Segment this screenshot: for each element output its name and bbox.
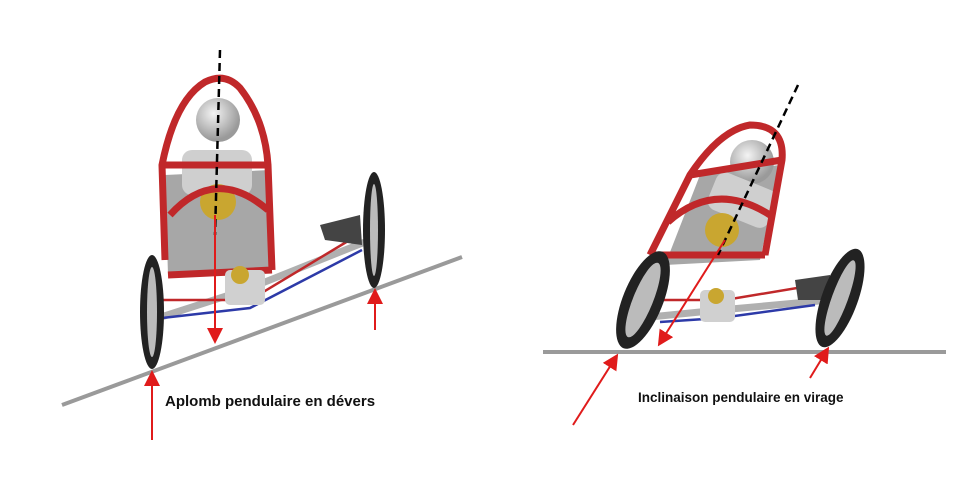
right-scene: [543, 84, 946, 426]
leaning-axis: [716, 84, 800, 256]
caption-cant: Aplomb pendulaire en dévers: [165, 393, 376, 410]
reaction-arrow-left: [572, 353, 619, 426]
left-scene: [61, 49, 463, 440]
caption-turn: Inclinaison pendulaire en virage: [638, 390, 844, 405]
reaction-arrow-right: [809, 346, 830, 379]
sloped-ground: [61, 255, 463, 407]
engine: [705, 213, 739, 247]
resultant-arrow: [657, 239, 726, 347]
roll-frame: [158, 74, 276, 279]
roll-frame: [646, 121, 786, 259]
vertical-axis: [213, 49, 222, 236]
